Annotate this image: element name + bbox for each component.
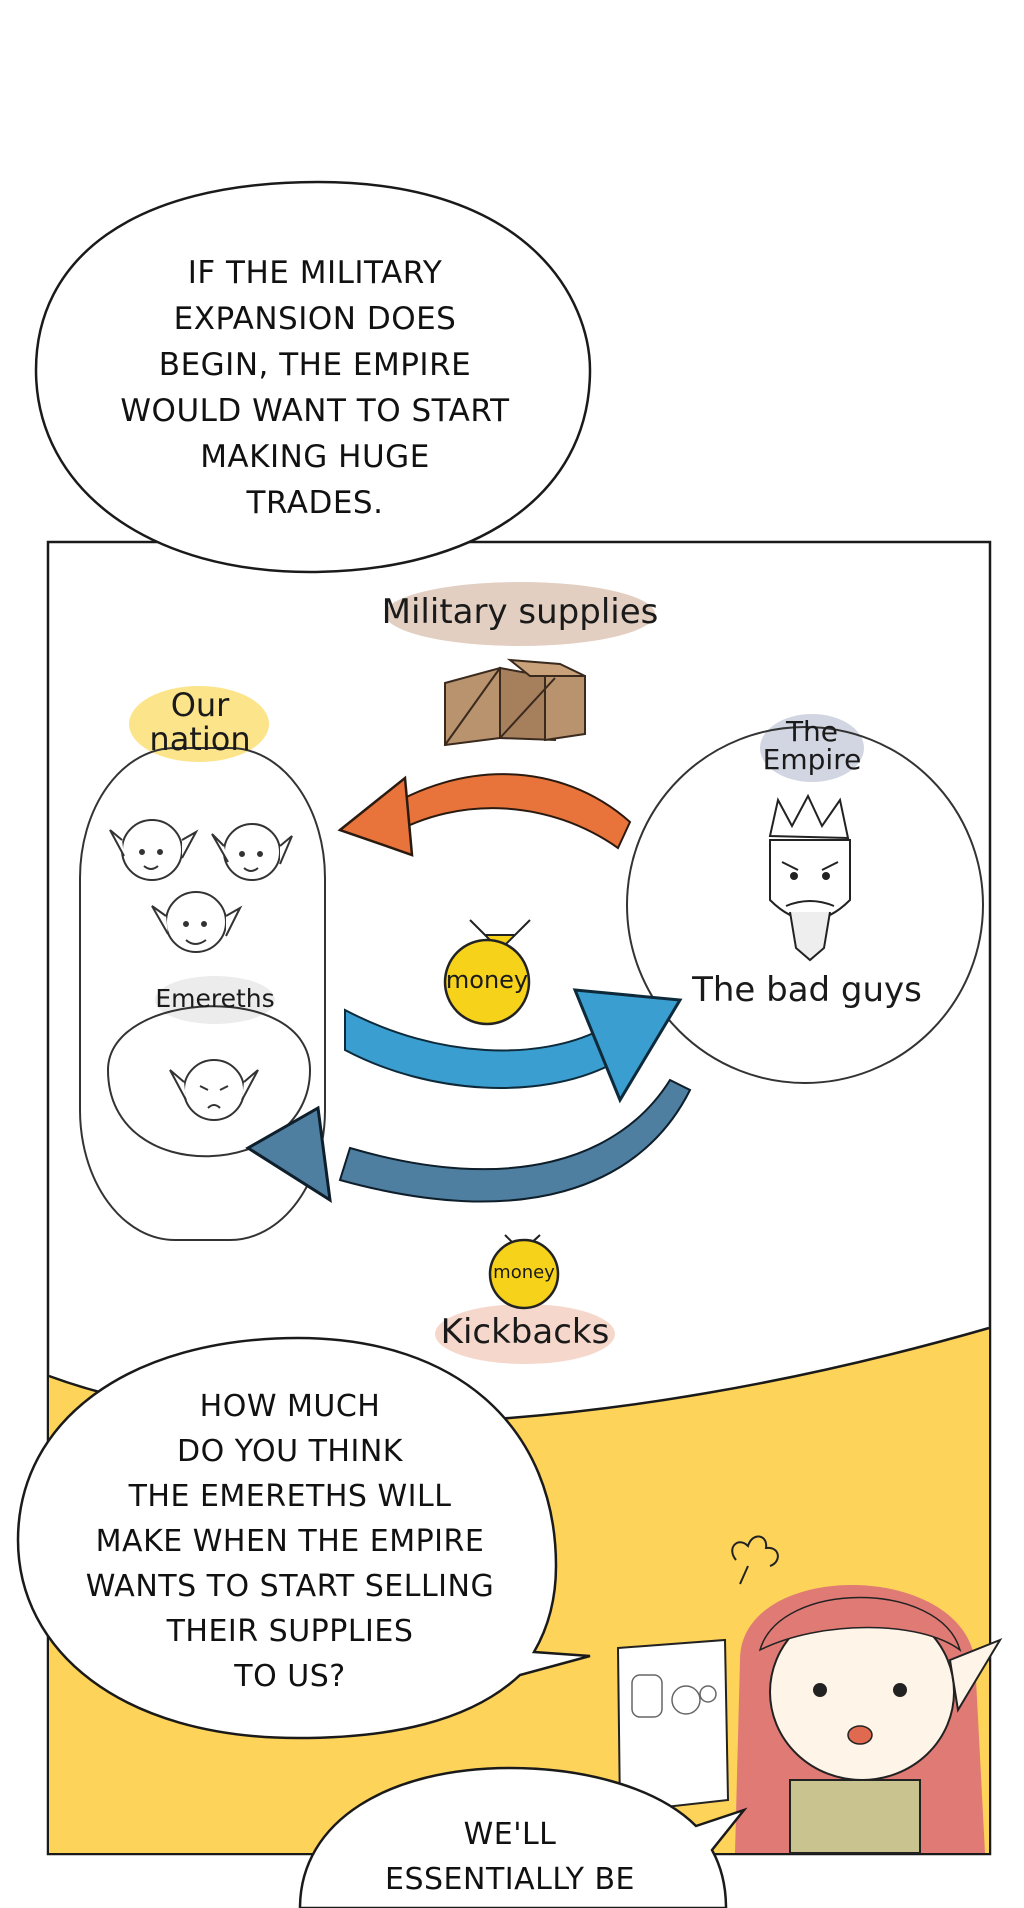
our-nation-line2: nation: [149, 720, 251, 758]
speech-bubble-top: [34, 180, 592, 574]
money-bag-large-icon: [443, 919, 531, 1026]
emereths-highlight: [155, 976, 275, 1024]
bubble-middle-line: HOW MUCH: [199, 1389, 381, 1424]
our-nation-faces-icon: [109, 819, 293, 1121]
bubble-middle-line: DO YOU THINK: [177, 1434, 403, 1469]
bubble-top-line: WOULD WANT TO START: [120, 393, 510, 429]
bubble-middle-line: MAKE WHEN THE EMPIRE: [95, 1524, 485, 1559]
money-large-label: money: [445, 966, 529, 994]
our-nation-line1: Our: [170, 686, 230, 724]
money-bag-small-icon: [488, 1234, 560, 1310]
kickbacks-arrow: [245, 1078, 692, 1203]
bubble-middle-line: THEIR SUPPLIES: [166, 1614, 414, 1649]
crates-icon: [444, 658, 586, 747]
bubble-top-text: IF THE MILITARY EXPANSION DOES BEGIN, TH…: [90, 250, 540, 526]
bubble-bottom-text: WE'LL ESSENTIALLY BE: [340, 1812, 680, 1902]
money-small-label: money: [493, 1262, 555, 1283]
speech-bubble-bottom: [298, 1766, 748, 1908]
anger-mark-icon: [731, 1535, 779, 1585]
empire-label: The Empire: [752, 718, 872, 774]
bubble-middle-line: THE EMERETHS WILL: [128, 1479, 452, 1514]
military-supplies-label: Military supplies: [381, 592, 659, 632]
bubble-middle-text: HOW MUCH DO YOU THINK THE EMERETHS WILL …: [40, 1384, 540, 1699]
girl-character: [616, 1585, 1003, 1854]
bubble-middle-line: WANTS TO START SELLING: [85, 1569, 495, 1604]
king-icon: [768, 793, 851, 962]
military-supplies-highlight: [385, 582, 655, 646]
our-nation-label: Our nation: [130, 688, 270, 756]
kickbacks-highlight: [435, 1304, 615, 1364]
bubble-top-line: IF THE MILITARY: [187, 255, 443, 291]
bubble-bottom-line: WE'LL: [463, 1817, 557, 1852]
emereths-container: [106, 1005, 312, 1158]
our-nation-highlight: [129, 686, 269, 762]
bubble-bottom-line: ESSENTIALLY BE: [385, 1862, 635, 1897]
our-nation-container: [79, 747, 326, 1241]
empire-line1: The: [785, 715, 839, 748]
kickbacks-label: Kickbacks: [440, 1312, 610, 1352]
supplies-arrow: [337, 773, 632, 857]
empire-line2: Empire: [762, 743, 862, 776]
bubble-top-line: BEGIN, THE EMPIRE: [158, 347, 472, 383]
bubble-top-line: TRADES.: [246, 485, 384, 521]
bubble-middle-line: TO US?: [234, 1659, 346, 1694]
bubble-top-line: MAKING HUGE: [200, 439, 430, 475]
empire-container: [626, 726, 984, 1084]
speech-bubble-middle: [16, 1336, 591, 1740]
emereths-label: Emereths: [155, 984, 275, 1013]
bubble-top-line: EXPANSION DOES: [173, 301, 457, 337]
money-arrow: [344, 988, 683, 1104]
bad-guys-label: The bad guys: [692, 970, 922, 1010]
